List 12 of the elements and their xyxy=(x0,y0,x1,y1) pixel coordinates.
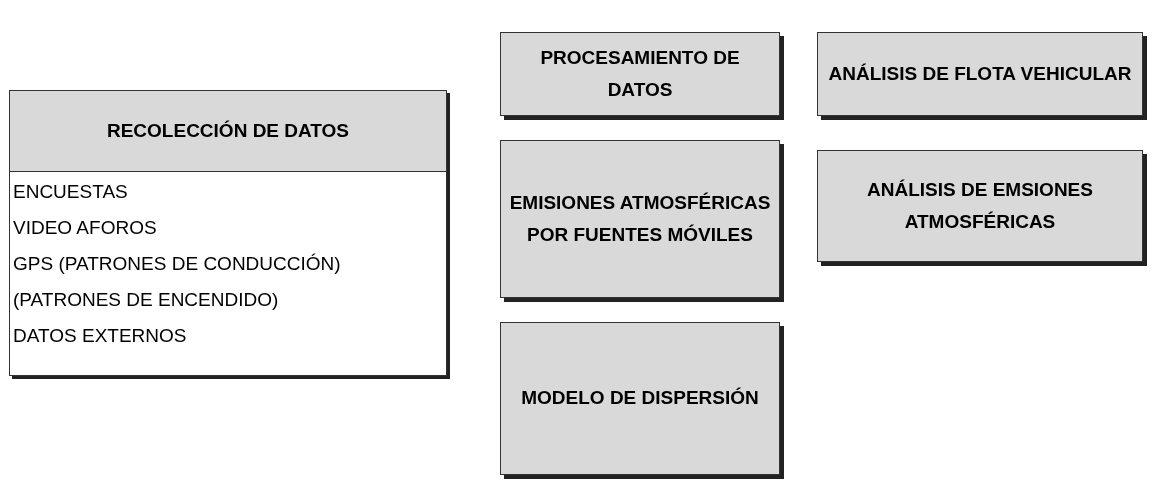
panel-heading: RECOLECCIÓN DE DATOS xyxy=(10,91,446,172)
box-label: ANÁLISIS DE FLOTA VEHICULAR xyxy=(827,61,1133,86)
box-label: EMISIONES ATMOSFÉRICAS POR FUENTES MÓVILES xyxy=(508,190,772,247)
box-label: MODELO DE DISPERSIÓN xyxy=(520,386,760,411)
list-panel xyxy=(9,90,447,376)
list-item: GPS (PATRONES DE CONDUCCIÓN) xyxy=(13,252,342,276)
list-item: (PATRONES DE ENCENDIDO) xyxy=(13,288,280,312)
list-item: DATOS EXTERNOS xyxy=(13,324,188,348)
box-label: PROCESAMIENTO DE DATOS xyxy=(539,45,741,102)
list-item: VIDEO AFOROS xyxy=(13,216,158,240)
list-item: ENCUESTAS xyxy=(13,180,129,204)
box-label: ANÁLISIS DE EMSIONES ATMOSFÉRICAS xyxy=(866,177,1094,234)
